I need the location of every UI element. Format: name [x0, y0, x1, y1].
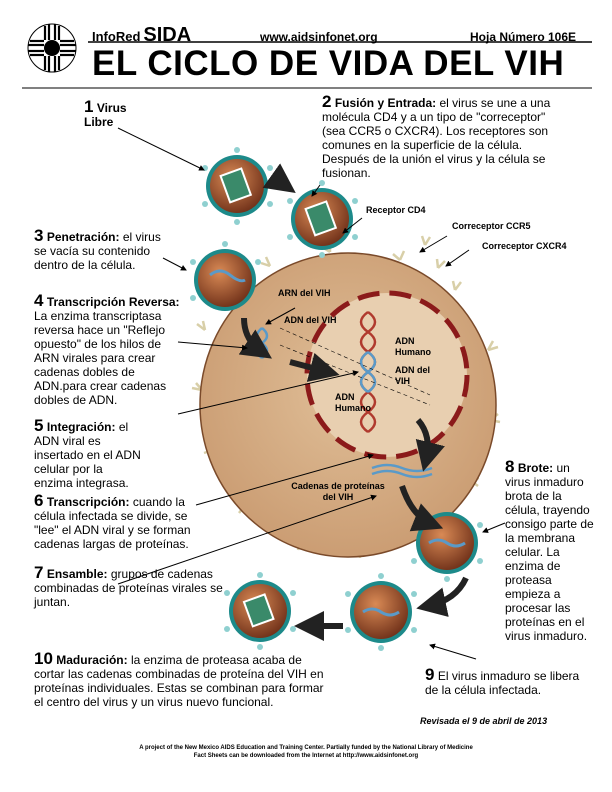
revision-date: Revisada el 9 de abril de 2013 — [420, 716, 548, 726]
step-heading: Transcripción: — [46, 495, 130, 509]
website-url[interactable]: www.aidsinfonet.org — [260, 30, 378, 44]
footer-line-2: Fact Sheets can be downloaded from the I… — [193, 753, 419, 759]
step-3: 3 Penetración: el virus se vacía su cont… — [34, 226, 164, 272]
step-number: 8 — [505, 457, 515, 476]
label-adn-humano-2: ADN Humano — [335, 392, 371, 413]
label-adn-vih-2: ADN del VIH — [395, 365, 431, 386]
footer-line-1: A project of the New Mexico AIDS Educati… — [139, 745, 473, 751]
step-text: un virus inmaduro brota de la célula, tr… — [505, 461, 594, 643]
step-number: 7 — [34, 563, 44, 582]
step-heading: Brote: — [517, 461, 554, 475]
label-receptor-cd4: Receptor CD4 — [366, 205, 426, 215]
label-adn-vih-1: ADN del VIH — [284, 315, 337, 325]
viral-dna-integrated — [359, 350, 377, 394]
virus-9 — [350, 581, 412, 643]
step-number: 1 — [84, 97, 94, 116]
step-number: 9 — [425, 665, 435, 684]
step-8: 8 Brote: un virus inmaduro brota de la c… — [505, 457, 597, 643]
step-number: 10 — [34, 649, 53, 668]
step-9: 9 El virus inmaduro se libera de la célu… — [425, 665, 585, 697]
leader-lines — [117, 127, 506, 660]
step-number: 6 — [34, 491, 44, 510]
label-correceptor-cxcr4: Correceptor CXCR4 — [482, 241, 567, 251]
virus-3 — [194, 249, 256, 311]
virus-2 — [291, 188, 353, 250]
brand-name: SIDA — [143, 24, 192, 46]
step-1: 1 Virus Libre — [84, 97, 144, 129]
cell-nucleus — [304, 290, 470, 460]
virus-particles — [194, 155, 478, 643]
label-adn-humano-1: ADN Humano — [395, 336, 431, 357]
step-text: la enzima de proteasa acaba de cortar la… — [34, 653, 324, 709]
step-heading: Transcripción Reversa: — [46, 295, 180, 309]
step-heading: Maduración: — [56, 653, 128, 667]
dashed-guide-1 — [279, 327, 431, 396]
virus-1 — [206, 155, 268, 217]
step-number: 2 — [322, 92, 332, 111]
step-heading: Integración: — [46, 420, 116, 434]
step-heading: Virus Libre — [84, 101, 127, 129]
step-number: 5 — [34, 416, 44, 435]
step-text: grupos de cadenas combinadas de proteína… — [34, 567, 223, 609]
step-text: cuando la célula infectada se divide, se… — [34, 495, 191, 551]
step-heading: Penetración: — [46, 230, 120, 244]
step-number: 4 — [34, 291, 44, 310]
step-text: el virus se une a una molécula CD4 y a u… — [322, 96, 551, 180]
footer: A project of the New Mexico AIDS Educati… — [0, 744, 612, 760]
step-2: 2 Fusión y Entrada: el virus se une a un… — [322, 92, 562, 180]
step-text: La enzima transcriptasa reversa hace un … — [34, 309, 167, 407]
brand-prefix: InfoRed — [92, 29, 141, 44]
cycle-arrows — [238, 163, 469, 641]
step-heading: Fusión y Entrada: — [334, 96, 437, 110]
page-title: EL CICLO DE VIDA DEL VIH — [92, 44, 565, 83]
step-text: El virus inmaduro se libera de la célula… — [425, 669, 580, 697]
step-text: el virus se vacía su contenido dentro de… — [34, 230, 161, 272]
step-5: 5 Integración: el ADN viral es insertado… — [34, 416, 144, 490]
step-4: 4 Transcripción Reversa: La enzima trans… — [34, 291, 184, 407]
step-10: 10 Maduración: la enzima de proteasa aca… — [34, 649, 324, 709]
zia-sun-logo — [27, 23, 77, 73]
step-number: 3 — [34, 226, 44, 245]
step-7: 7 Ensamble: grupos de cadenas combinadas… — [34, 563, 229, 609]
label-correceptor-ccr5: Correceptor CCR5 — [452, 221, 531, 231]
step-6: 6 Transcripción: cuando la célula infect… — [34, 491, 204, 551]
virus-10 — [229, 580, 291, 642]
sheet-number: Hoja Número 106E — [470, 30, 577, 44]
step-heading: Ensamble: — [46, 567, 108, 581]
label-arn-vih: ARN del VIH — [278, 288, 331, 298]
label-cadenas-proteinas: Cadenas de proteínas del VIH — [291, 481, 385, 502]
step-text: el ADN viral es insertado en el ADN celu… — [34, 420, 141, 490]
